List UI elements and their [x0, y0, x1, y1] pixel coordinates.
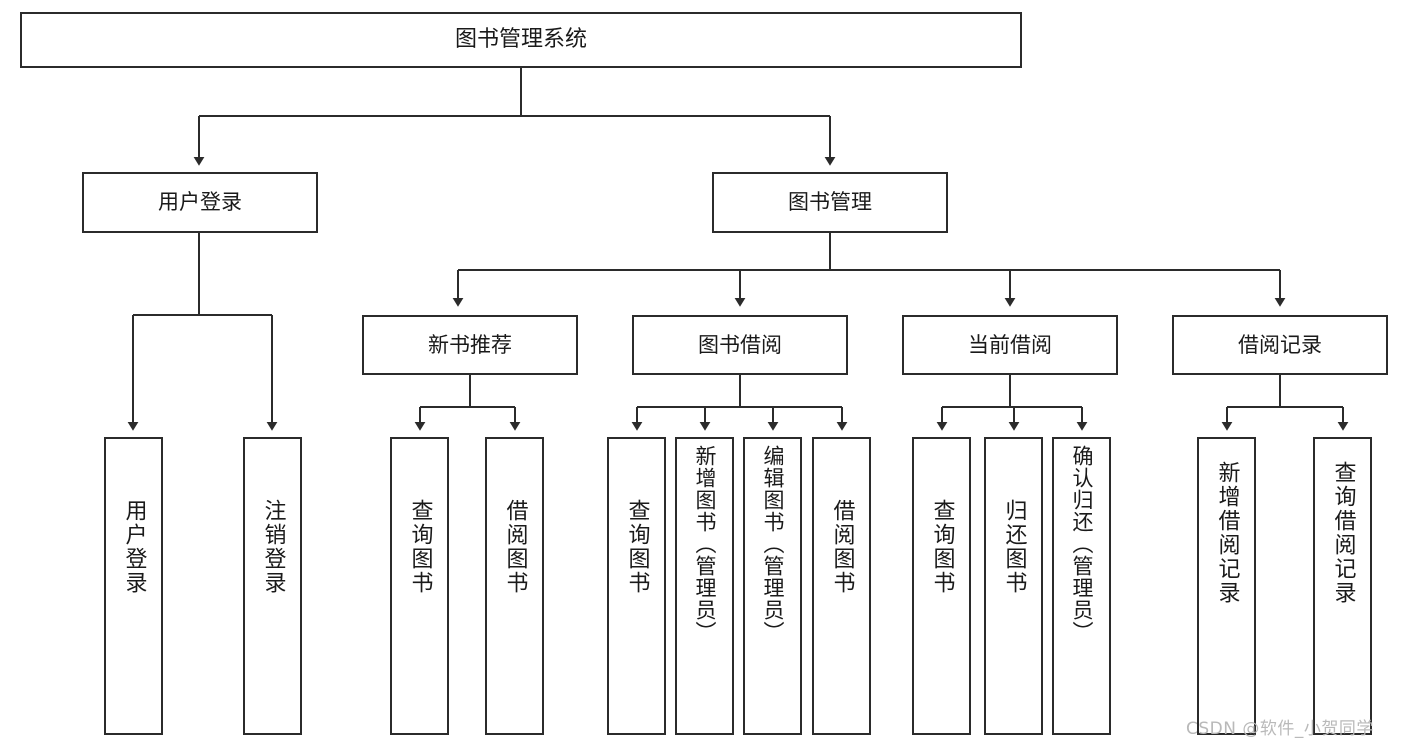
node-leaf-query-record-label: 查询借阅记录	[1330, 461, 1356, 605]
node-leaf-borrow-book-2[interactable]: 借阅图书	[812, 437, 871, 735]
node-new-book-recommend-label: 新书推荐	[428, 332, 512, 357]
node-borrow-record-label: 借阅记录	[1238, 332, 1322, 357]
node-user-login-label: 用户登录	[158, 190, 242, 215]
node-leaf-edit-book[interactable]: 编辑图书（管理员）	[743, 437, 802, 735]
node-leaf-borrow-book-1-label: 借阅图书	[502, 499, 528, 595]
node-root-label: 图书管理系统	[454, 27, 587, 53]
node-book-borrow[interactable]: 图书借阅	[632, 315, 848, 375]
node-book-management-label: 图书管理	[788, 190, 872, 215]
node-leaf-add-book[interactable]: 新增图书（管理员）	[675, 437, 734, 735]
node-leaf-add-record-label: 新增借阅记录	[1214, 461, 1240, 605]
node-leaf-edit-book-label: 编辑图书（管理员）	[761, 445, 785, 643]
node-leaf-query-book-3[interactable]: 查询图书	[912, 437, 971, 735]
node-root[interactable]: 图书管理系统	[20, 12, 1022, 68]
node-leaf-query-book-1[interactable]: 查询图书	[390, 437, 449, 735]
node-leaf-query-book-2-label: 查询图书	[624, 499, 650, 595]
node-leaf-logout-label: 注销登录	[260, 499, 286, 595]
node-leaf-add-record[interactable]: 新增借阅记录	[1197, 437, 1256, 735]
node-leaf-confirm-return-label: 确认归还（管理员）	[1070, 445, 1094, 643]
node-leaf-confirm-return[interactable]: 确认归还（管理员）	[1052, 437, 1111, 735]
node-leaf-return-book[interactable]: 归还图书	[984, 437, 1043, 735]
node-leaf-borrow-book-2-label: 借阅图书	[829, 499, 855, 595]
node-user-login[interactable]: 用户登录	[82, 172, 318, 233]
node-leaf-query-book-1-label: 查询图书	[407, 499, 433, 595]
node-book-management[interactable]: 图书管理	[712, 172, 948, 233]
node-new-book-recommend[interactable]: 新书推荐	[362, 315, 578, 375]
node-current-borrow-label: 当前借阅	[968, 332, 1052, 357]
node-leaf-query-record[interactable]: 查询借阅记录	[1313, 437, 1372, 735]
node-leaf-logout[interactable]: 注销登录	[243, 437, 302, 735]
node-leaf-query-book-3-label: 查询图书	[929, 499, 955, 595]
node-leaf-return-book-label: 归还图书	[1001, 499, 1027, 595]
node-leaf-query-book-2[interactable]: 查询图书	[607, 437, 666, 735]
node-leaf-user-login[interactable]: 用户登录	[104, 437, 163, 735]
node-current-borrow[interactable]: 当前借阅	[902, 315, 1118, 375]
node-leaf-borrow-book-1[interactable]: 借阅图书	[485, 437, 544, 735]
watermark: CSDN @软件_小贺同学	[1186, 719, 1374, 739]
node-leaf-add-book-label: 新增图书（管理员）	[693, 445, 717, 643]
node-leaf-user-login-label: 用户登录	[121, 499, 147, 595]
node-book-borrow-label: 图书借阅	[698, 332, 782, 357]
node-borrow-record[interactable]: 借阅记录	[1172, 315, 1388, 375]
